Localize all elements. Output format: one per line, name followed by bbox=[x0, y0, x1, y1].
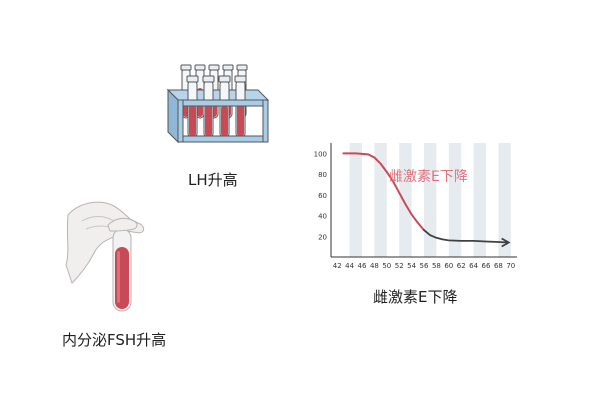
x-tick-label: 64 bbox=[469, 262, 478, 270]
x-tick-label: 54 bbox=[407, 262, 416, 270]
grid-stripe bbox=[473, 143, 486, 257]
estrogen-curve-decline bbox=[342, 152, 425, 232]
x-tick-label: 68 bbox=[494, 262, 503, 270]
y-tick-label: 20 bbox=[318, 233, 327, 241]
hand-test-tube-illustration bbox=[60, 195, 155, 320]
chart-annotation: 雌激素E下降 bbox=[389, 168, 468, 185]
grid-stripe bbox=[448, 143, 462, 257]
x-tick-label: 44 bbox=[345, 262, 354, 270]
y-tick-label: 80 bbox=[318, 171, 327, 179]
y-tick-label: 100 bbox=[314, 150, 327, 158]
lh-label: LH升高 bbox=[188, 171, 238, 189]
estrogen-label: 雌激素E下降 bbox=[373, 288, 458, 306]
x-tick-label: 56 bbox=[420, 262, 429, 270]
fsh-label: 内分泌FSH升高 bbox=[62, 331, 167, 349]
x-tick-label: 52 bbox=[395, 262, 404, 270]
test-tube-rack-icon bbox=[166, 64, 270, 144]
grid-stripe bbox=[399, 143, 412, 257]
test-tube-rack-illustration bbox=[160, 60, 275, 150]
estrogen-curve-tail bbox=[423, 229, 509, 244]
grid-stripe bbox=[349, 143, 362, 257]
x-tick-label: 48 bbox=[370, 262, 379, 270]
x-tick-label: 62 bbox=[457, 262, 466, 270]
x-tick-label: 58 bbox=[432, 262, 441, 270]
x-tick-label: 50 bbox=[382, 262, 391, 270]
arrow-head-icon bbox=[501, 237, 511, 248]
x-tick-label: 42 bbox=[333, 262, 342, 270]
grid-stripe bbox=[498, 143, 511, 257]
x-tick-label: 70 bbox=[506, 262, 515, 270]
hand-holding-tube-icon bbox=[65, 201, 145, 312]
grid-stripe bbox=[424, 143, 437, 257]
grid-stripe bbox=[374, 143, 387, 257]
y-tick-label: 40 bbox=[318, 213, 327, 221]
x-tick-label: 46 bbox=[358, 262, 367, 270]
x-tick-label: 60 bbox=[444, 262, 453, 270]
x-tick-label: 66 bbox=[482, 262, 491, 270]
y-tick-label: 60 bbox=[318, 192, 327, 200]
